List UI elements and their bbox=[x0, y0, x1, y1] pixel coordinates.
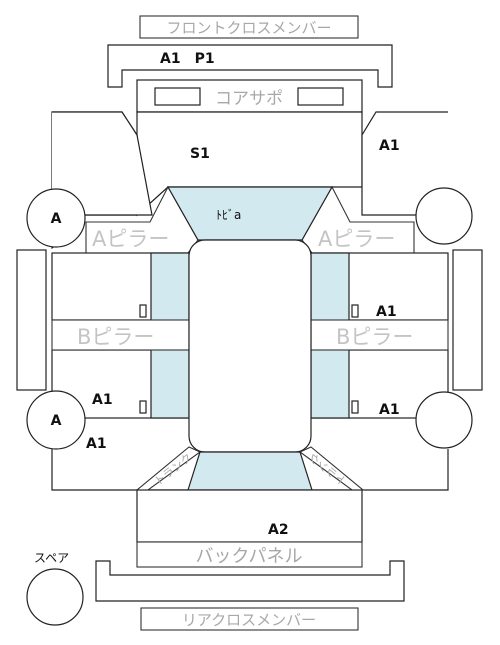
front-member-code: A1 P1 bbox=[160, 51, 215, 67]
right-mid-rocker-code: A1 bbox=[376, 304, 397, 320]
rear-left-lower-code: A1 bbox=[86, 436, 107, 452]
left-rear-wheel-circle[interactable] bbox=[26, 390, 86, 450]
left-front-marker bbox=[139, 304, 147, 318]
cabin-floor[interactable] bbox=[188, 239, 312, 453]
toeboard-panel[interactable] bbox=[166, 186, 334, 241]
spare-label: スペア bbox=[34, 551, 69, 565]
right-side-sill[interactable] bbox=[452, 249, 483, 391]
left-front-apron-edge bbox=[52, 111, 153, 216]
rear-cross-member-box[interactable] bbox=[140, 607, 359, 631]
right-rear-marker bbox=[351, 400, 359, 414]
front-cross-member-box[interactable] bbox=[139, 15, 359, 39]
trunk-left-label: トランク bbox=[152, 451, 195, 488]
core-support-left-slot bbox=[154, 87, 201, 106]
core-support-label: コアサポ bbox=[215, 89, 283, 109]
rear-floor-code: A2 bbox=[268, 522, 289, 538]
front-member-bracket[interactable] bbox=[107, 44, 393, 88]
right-b-pillar-label: Bピラー bbox=[336, 325, 413, 349]
back-panel-label: バックパネル bbox=[195, 546, 302, 567]
rear-floor-cyan-panel[interactable] bbox=[187, 451, 313, 491]
left-rear-marker bbox=[139, 400, 147, 414]
core-support-center-code: S1 bbox=[190, 146, 210, 162]
rear-right-code: A1 bbox=[379, 402, 400, 418]
rear-cross-member-label: リアクロスメンバー bbox=[182, 611, 316, 629]
spare-tire-circle[interactable] bbox=[26, 568, 84, 626]
left-a-pillar-label: Aピラー bbox=[92, 227, 169, 251]
right-a-pillar-label: Aピラー bbox=[318, 227, 395, 251]
right-b-pillar[interactable] bbox=[310, 319, 449, 351]
back-panel-box[interactable] bbox=[136, 541, 363, 568]
trunk-right-label: トランク bbox=[305, 451, 348, 488]
toeboard-label: ﾄﾋﾞa bbox=[216, 208, 241, 222]
front-cross-member-label: フロントクロスメンバー bbox=[166, 19, 331, 37]
left-front-wheel-code: A bbox=[51, 211, 62, 227]
right-front-marker bbox=[351, 304, 359, 318]
core-support-right-slot bbox=[297, 87, 344, 106]
left-b-pillar-label: Bピラー bbox=[77, 325, 154, 349]
left-front-wheel-circle[interactable] bbox=[26, 188, 86, 248]
right-front-apron[interactable] bbox=[361, 111, 448, 216]
right-rear-wheel-circle[interactable] bbox=[415, 391, 473, 449]
right-front-apron-code: A1 bbox=[379, 138, 400, 154]
rear-floor-panel[interactable] bbox=[136, 489, 363, 543]
rear-left-upper-code: A1 bbox=[92, 392, 113, 408]
left-side-sill[interactable] bbox=[16, 249, 47, 391]
left-rear-wheel-code: A bbox=[51, 413, 62, 429]
rear-member-bracket[interactable] bbox=[95, 560, 405, 602]
right-front-wheel-circle[interactable] bbox=[415, 187, 473, 245]
